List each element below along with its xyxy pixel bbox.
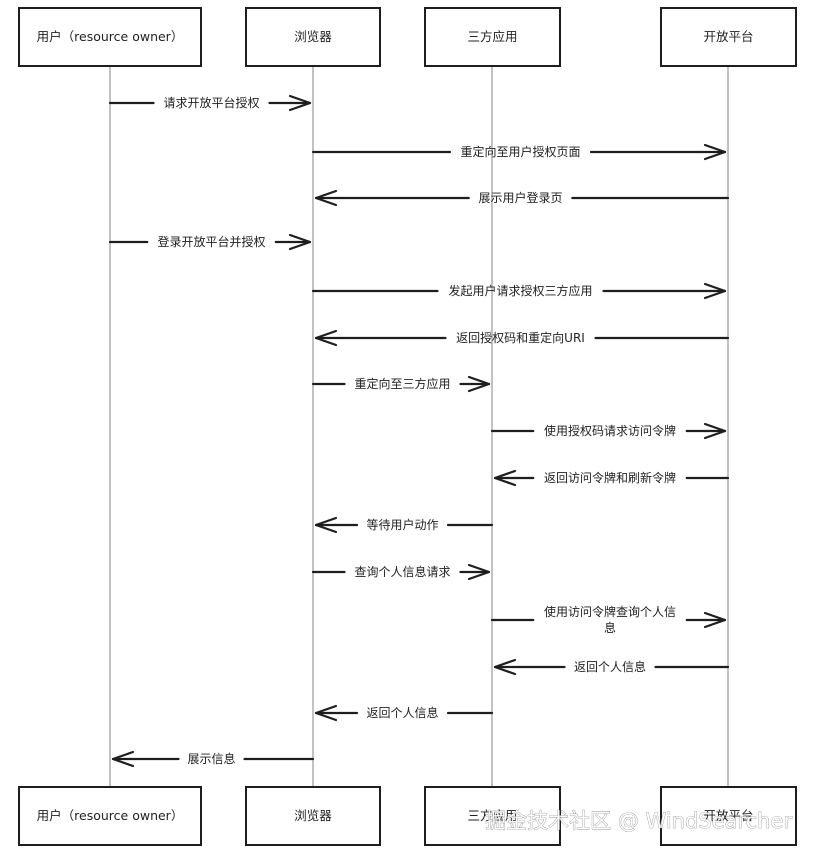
- participant-label-user-bottom: 用户（resource owner）: [37, 808, 184, 823]
- message-14: 返回个人信息: [314, 704, 494, 722]
- message-8-arrowhead: [703, 422, 727, 440]
- message-4: 登录开放平台并授权: [108, 233, 312, 251]
- message-12: 使用访问令牌查询个人信息: [490, 604, 727, 635]
- participant-box-platform-top: [660, 7, 797, 67]
- message-4-label: 登录开放平台并授权: [157, 234, 265, 249]
- message-13-arrowhead: [493, 658, 517, 676]
- message-2: 重定向至用户授权页面: [311, 143, 727, 161]
- message-6: 返回授权码和重定向URI: [314, 329, 730, 347]
- participant-label-platform-top: 开放平台: [703, 29, 753, 44]
- message-10: 等待用户动作: [314, 516, 494, 534]
- participant-box-browser-top: [245, 7, 381, 67]
- message-3-arrowhead: [314, 189, 338, 207]
- message-10-label: 等待用户动作: [366, 517, 438, 532]
- participant-box-user-bottom: [18, 786, 202, 846]
- message-12-arrowhead: [703, 611, 727, 629]
- message-6-arrowhead: [314, 329, 338, 347]
- message-15-label: 展示信息: [187, 751, 235, 766]
- message-15-arrowhead: [111, 750, 135, 768]
- participant-label-app-top: 三方应用: [467, 29, 517, 44]
- message-8-label: 使用授权码请求访问令牌: [544, 423, 676, 438]
- message-9-arrowhead: [493, 469, 517, 487]
- message-5-arrowhead: [703, 282, 727, 300]
- message-3: 展示用户登录页: [314, 189, 730, 207]
- message-7-label: 重定向至三方应用: [354, 376, 450, 391]
- participant-label-user-top: 用户（resource owner）: [37, 29, 184, 44]
- message-9-label: 返回访问令牌和刷新令牌: [544, 470, 676, 485]
- participant-label-browser-top: 浏览器: [294, 29, 332, 44]
- message-10-arrowhead: [314, 516, 338, 534]
- message-7: 重定向至三方应用: [311, 375, 491, 393]
- participant-label-app-bottom: 三方应用: [467, 808, 517, 823]
- messages: 请求开放平台授权重定向至用户授权页面展示用户登录页登录开放平台并授权发起用户请求…: [108, 94, 730, 768]
- message-7-arrowhead: [467, 375, 491, 393]
- participant-box-app-top: [424, 7, 561, 67]
- message-1-arrowhead: [288, 94, 312, 112]
- participant-box-app-bottom: [424, 786, 561, 846]
- participant-label-browser-bottom: 浏览器: [294, 808, 332, 823]
- message-4-arrowhead: [288, 233, 312, 251]
- message-2-arrowhead: [703, 143, 727, 161]
- message-2-label: 重定向至用户授权页面: [460, 144, 580, 159]
- participant-box-browser-bottom: [245, 786, 381, 846]
- message-8: 使用授权码请求访问令牌: [490, 422, 727, 440]
- message-13-label: 返回个人信息: [574, 659, 646, 674]
- watermark-text: 掘金技术社区 @ WindSearcher: [485, 809, 792, 833]
- message-3-label: 展示用户登录页: [478, 190, 562, 205]
- message-5-label: 发起用户请求授权三方应用: [448, 283, 592, 298]
- message-9: 返回访问令牌和刷新令牌: [493, 469, 730, 487]
- message-11-arrowhead: [467, 563, 491, 581]
- message-1-label: 请求开放平台授权: [163, 95, 259, 110]
- message-15: 展示信息: [111, 750, 315, 768]
- message-14-arrowhead: [314, 704, 338, 722]
- participant-boxes: 用户（resource owner）用户（resource owner）浏览器浏…: [18, 7, 797, 846]
- participant-label-platform-bottom: 开放平台: [703, 808, 753, 823]
- message-1: 请求开放平台授权: [108, 94, 312, 112]
- message-5: 发起用户请求授权三方应用: [311, 282, 727, 300]
- message-13: 返回个人信息: [493, 658, 730, 676]
- participant-box-platform-bottom: [660, 786, 797, 846]
- participant-box-user-top: [18, 7, 202, 67]
- message-6-label: 返回授权码和重定向URI: [456, 330, 585, 345]
- message-14-label: 返回个人信息: [366, 705, 438, 720]
- message-11-label: 查询个人信息请求: [354, 564, 450, 579]
- message-11: 查询个人信息请求: [311, 563, 491, 581]
- message-12-label: 使用访问令牌查询个人信息: [544, 604, 676, 635]
